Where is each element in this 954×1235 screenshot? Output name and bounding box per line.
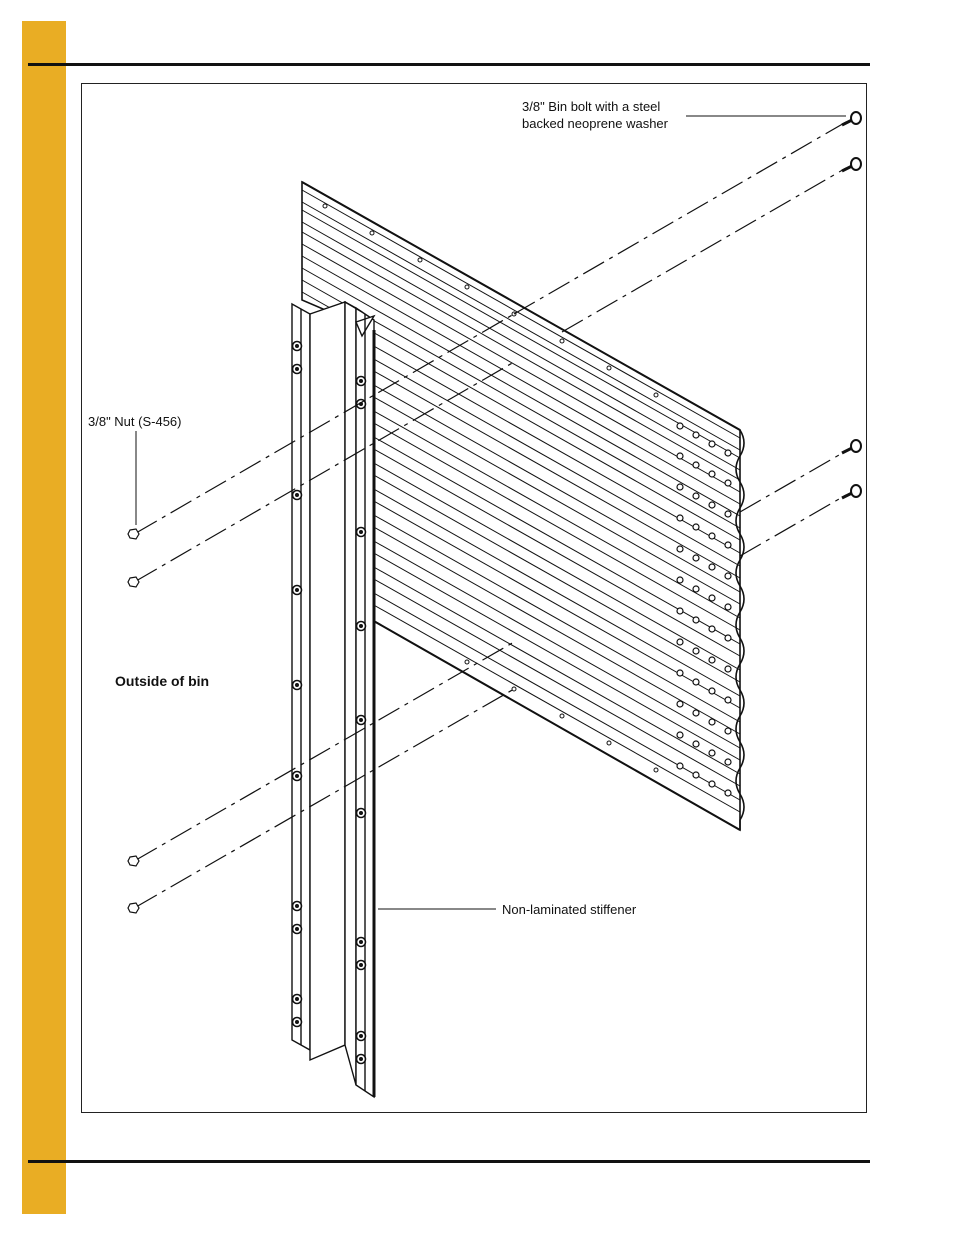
alignment-lines — [135, 121, 847, 908]
bolt-label: 3/8" Bin bolt with a steel backed neopre… — [522, 99, 668, 131]
sheet-holes — [322, 203, 659, 773]
nut-label: 3/8" Nut (S-456) — [88, 414, 182, 429]
stiffener-label: Non-laminated stiffener — [502, 902, 637, 917]
outside-of-bin-label: Outside of bin — [115, 673, 210, 689]
header-rule — [28, 63, 870, 66]
figure-frame — [81, 83, 867, 1113]
bolt-icon — [840, 110, 863, 500]
leader-lines — [135, 115, 846, 910]
nut-icon — [127, 528, 140, 914]
section-tab — [22, 21, 66, 1214]
stiffener — [291, 300, 376, 1099]
footer-rule — [28, 1160, 870, 1163]
lap-bolts — [676, 422, 732, 797]
